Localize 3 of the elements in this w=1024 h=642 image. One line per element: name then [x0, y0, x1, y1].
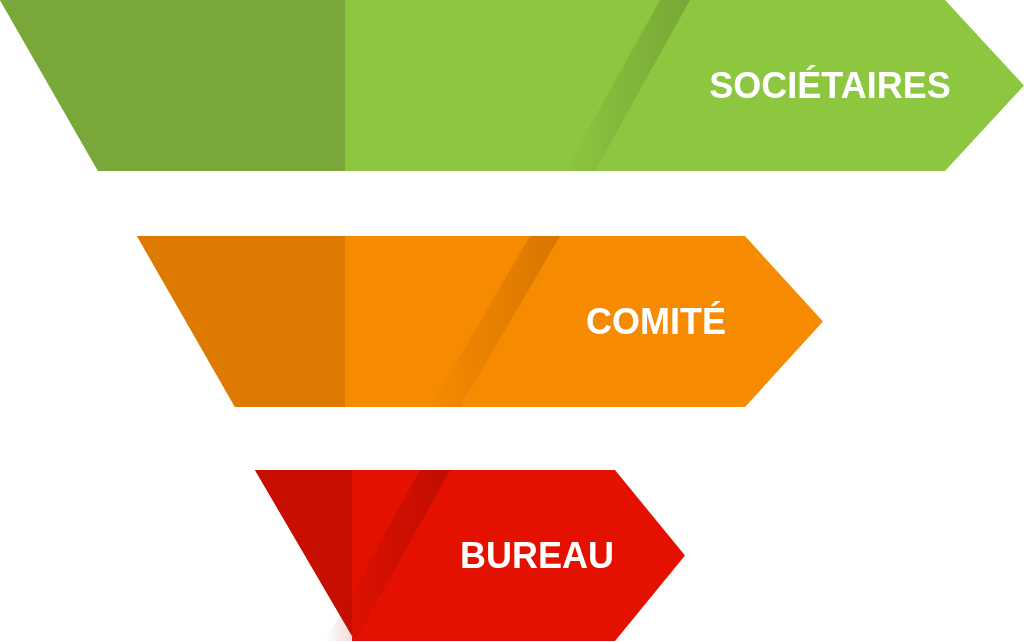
band-label: SOCIÉTAIRES	[709, 67, 951, 104]
band-label: COMITÉ	[586, 303, 726, 340]
band-label: BUREAU	[460, 537, 614, 574]
